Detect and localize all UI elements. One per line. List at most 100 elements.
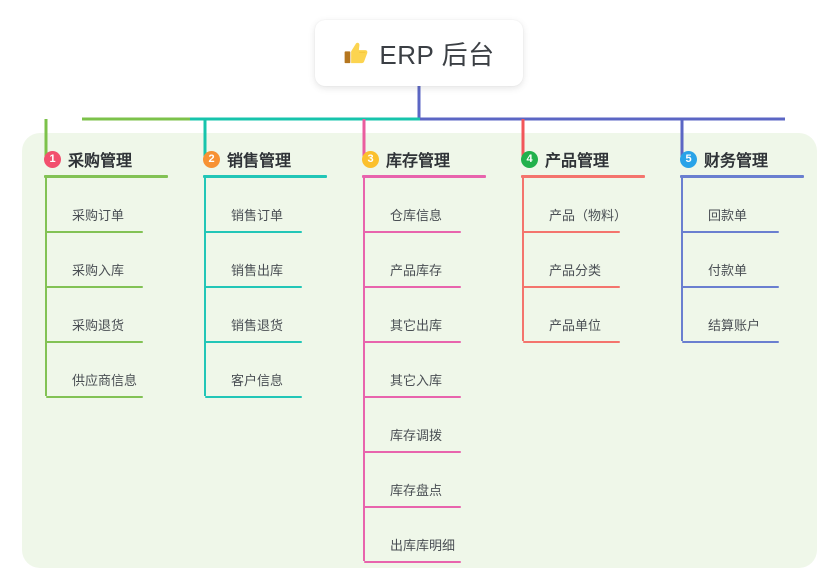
leaf-item-rule [364,506,461,508]
leaf-item-rule [682,231,779,233]
column-title-3: 库存管理 [386,153,451,170]
leaf-item-label: 销售出库 [231,263,284,278]
leaf-item[interactable]: 供应商信息 [45,343,181,398]
leaf-list-4: 产品（物料） 产品分类产品单位 [522,178,658,343]
leaf-item-label: 付款单 [708,263,748,278]
leaf-item[interactable]: 其它入库 [363,343,499,398]
column-2: 2 销售管理销售订单销售出库销售退货客户信息 [181,133,340,568]
leaf-item[interactable]: 产品（物料） [522,178,658,233]
column-badge-1: 1 [44,150,61,168]
leaf-item[interactable]: 仓库信息 [363,178,499,233]
leaf-item[interactable]: 产品单位 [522,288,658,343]
column-rule-3 [362,175,486,178]
columns-container: 1 采购管理采购订单采购入库采购退货供应商信息 2 销售管理销售订单销售出库销售退货客… [22,133,817,568]
leaf-item-label: 出库库明细 [390,538,456,553]
leaf-item-rule [523,231,620,233]
column-title-4: 产品管理 [545,153,610,170]
leaf-item-rule [364,231,461,233]
leaf-item-label: 客户信息 [231,373,284,388]
leaf-item[interactable]: 产品分类 [522,233,658,288]
leaf-item-rule [364,286,461,288]
leaf-item-rule [364,341,461,343]
leaf-item[interactable]: 采购入库 [45,233,181,288]
leaf-item-label: 产品单位 [549,318,602,333]
leaf-item-rule [205,286,302,288]
leaf-item-rule [205,341,302,343]
column-rule-4 [521,175,645,178]
leaf-item[interactable]: 付款单 [681,233,817,288]
leaf-item-rule [523,341,620,343]
column-spine-5 [681,176,683,341]
leaf-item[interactable]: 产品库存 [363,233,499,288]
leaf-list-2: 销售订单销售出库销售退货客户信息 [204,178,340,398]
column-rule-2 [203,175,327,178]
leaf-item-rule [46,286,143,288]
column-badge-4: 4 [521,150,538,168]
column-badge-3: 3 [362,150,379,168]
leaf-item[interactable]: 销售订单 [204,178,340,233]
column-header-3[interactable]: 3 库存管理 [362,147,450,171]
root-title-card[interactable]: ERP 后台 [315,20,523,86]
leaf-item-label: 结算账户 [708,318,761,333]
leaf-item-rule [364,451,461,453]
column-5: 5 财务管理回款单付款单结算账户 [658,133,817,568]
leaf-item-rule [46,396,143,398]
leaf-item-rule [364,561,461,563]
leaf-item-label: 库存调拨 [390,428,443,443]
column-spine-3 [363,176,365,561]
leaf-item[interactable]: 回款单 [681,178,817,233]
leaf-list-5: 回款单付款单结算账户 [681,178,817,343]
leaf-item-rule [364,396,461,398]
leaf-item-rule [205,396,302,398]
leaf-item-label: 销售订单 [231,208,284,223]
leaf-item-label: 销售退货 [231,318,284,333]
leaf-item-rule [205,231,302,233]
column-header-1[interactable]: 1 采购管理 [44,147,132,171]
leaf-item[interactable]: 其它出库 [363,288,499,343]
leaf-item-rule [46,231,143,233]
leaf-item[interactable]: 销售出库 [204,233,340,288]
leaf-item[interactable]: 结算账户 [681,288,817,343]
leaf-item-label: 采购退货 [72,318,125,333]
leaf-item-label: 供应商信息 [72,373,138,388]
leaf-item[interactable]: 库存调拨 [363,398,499,453]
column-rule-5 [680,175,804,178]
leaf-item[interactable]: 客户信息 [204,343,340,398]
column-title-5: 财务管理 [704,153,769,170]
leaf-item-label: 产品（物料） [549,208,628,223]
column-4: 4 产品管理产品（物料） 产品分类产品单位 [499,133,658,568]
leaf-item-rule [682,341,779,343]
column-rule-1 [44,175,168,178]
leaf-item[interactable]: 销售退货 [204,288,340,343]
leaf-item[interactable]: 采购订单 [45,178,181,233]
root-title-label: ERP 后台 [379,39,495,70]
column-badge-2: 2 [203,150,220,168]
leaf-item[interactable]: 库存盘点 [363,453,499,508]
diagram-panel [22,133,817,568]
leaf-item-label: 仓库信息 [390,208,443,223]
leaf-item-label: 其它入库 [390,373,443,388]
column-1: 1 采购管理采购订单采购入库采购退货供应商信息 [22,133,181,568]
leaf-list-3: 仓库信息产品库存其它出库其它入库库存调拨库存盘点出库库明细 [363,178,499,563]
column-title-1: 采购管理 [68,153,133,170]
leaf-item-rule [682,286,779,288]
leaf-item-label: 产品分类 [549,263,602,278]
thumbs-up-icon [343,40,369,66]
leaf-item-label: 采购订单 [72,208,125,223]
leaf-item-label: 回款单 [708,208,748,223]
leaf-item[interactable]: 采购退货 [45,288,181,343]
column-3: 3 库存管理仓库信息产品库存其它出库其它入库库存调拨库存盘点出库库明细 [340,133,499,568]
column-header-5[interactable]: 5 财务管理 [680,147,768,171]
leaf-item-label: 采购入库 [72,263,125,278]
column-header-4[interactable]: 4 产品管理 [521,147,609,171]
leaf-item-label: 其它出库 [390,318,443,333]
column-spine-4 [522,176,524,341]
column-badge-5: 5 [680,150,697,168]
leaf-item[interactable]: 出库库明细 [363,508,499,563]
leaf-list-1: 采购订单采购入库采购退货供应商信息 [45,178,181,398]
leaf-item-rule [523,286,620,288]
leaf-item-label: 产品库存 [390,263,443,278]
leaf-item-label: 库存盘点 [390,483,443,498]
column-header-2[interactable]: 2 销售管理 [203,147,291,171]
column-title-2: 销售管理 [227,153,292,170]
